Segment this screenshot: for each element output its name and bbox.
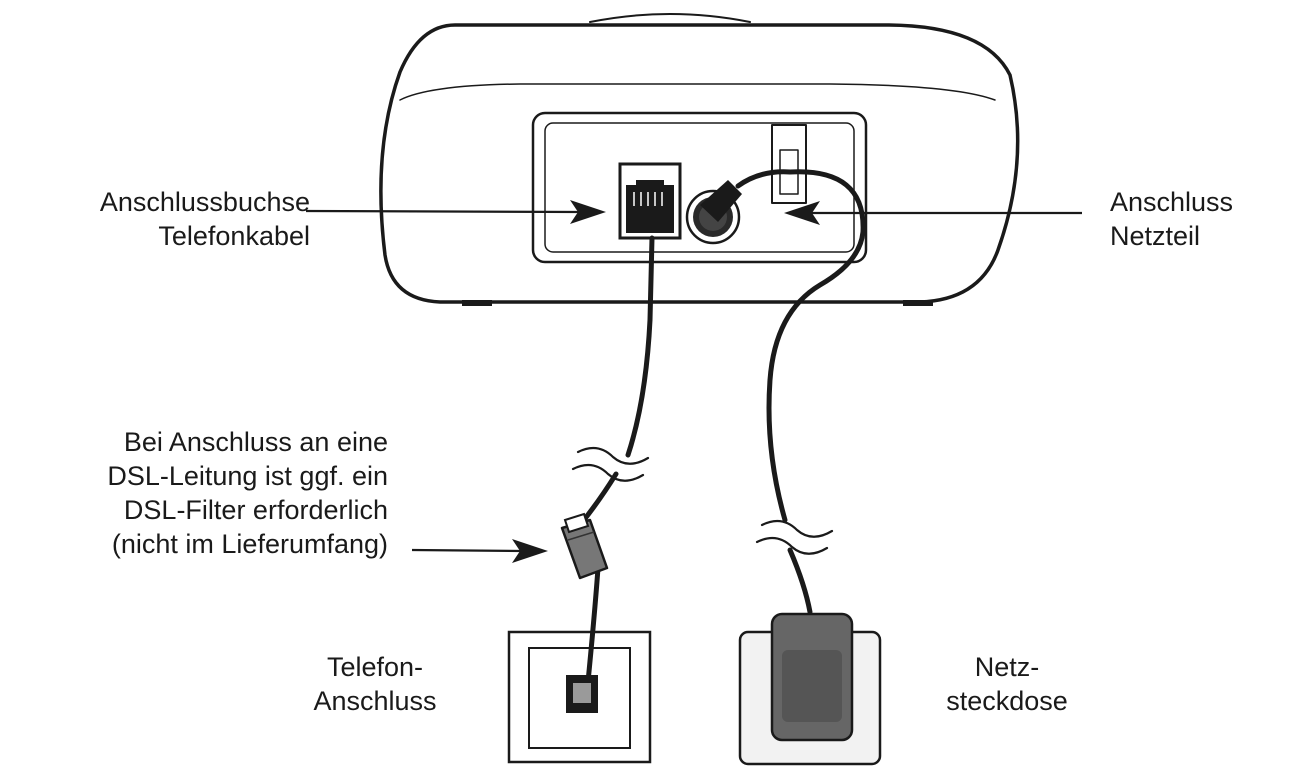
label-power-outlet-line-2: steckdose [946,686,1068,716]
label-telephone-jack-line-1: Anschlussbuchse [99,187,310,217]
label-telephone-outlet-line-1: Telefon- [326,652,424,682]
label-telephone-jack: Anschlussbuchse Telefonkabel [10,185,310,253]
cable-break-mark-telephone [571,446,650,482]
base-station-inner-edge [399,83,996,101]
dsl-filter-icon [560,512,609,580]
arrow-dsl-filter [411,548,523,553]
label-dsl-note: Bei Anschluss an eine DSL-Leitung ist gg… [10,425,388,561]
label-power-outlet-line-1: Netz- [974,652,1040,682]
label-power-connection: Anschluss Netzteil [1110,185,1280,253]
arrow-telephone-jack [305,209,581,214]
label-power-connection-line-2: Netzteil [1110,221,1201,251]
base-station-top-ridge [589,13,751,23]
label-power-outlet: Netz- steckdose [922,650,1092,718]
label-telephone-jack-line-2: Telefonkabel [158,221,310,251]
connector-panel-outer [531,111,868,264]
label-dsl-note-line-4: (nicht im Lieferumfang) [111,529,388,559]
base-station-body-outline [379,23,1020,304]
cable-break-mark-power [755,519,834,555]
label-telephone-outlet-line-2: Anschluss [313,686,437,716]
arrows [305,200,1082,563]
base-station-foot-right [903,300,933,306]
base-station [379,13,1020,306]
power-cable [766,169,866,615]
label-telephone-outlet: Telefon- Anschluss [290,650,460,718]
telephone-wall-outlet [507,630,652,764]
telephone-jack-icon [618,162,682,240]
base-station-foot-left [462,300,492,306]
connector-panel-inner [544,122,855,253]
label-power-connection-line-1: Anschluss [1110,187,1234,217]
label-dsl-note-line-2: DSL-Leitung ist ggf. ein [107,461,388,491]
power-connector-icon [685,169,793,245]
cable-clip [771,124,807,204]
label-dsl-note-line-3: DSL-Filter erforderlich [123,495,388,525]
label-dsl-note-line-1: Bei Anschluss an eine [123,427,388,457]
power-wall-socket [738,612,882,766]
